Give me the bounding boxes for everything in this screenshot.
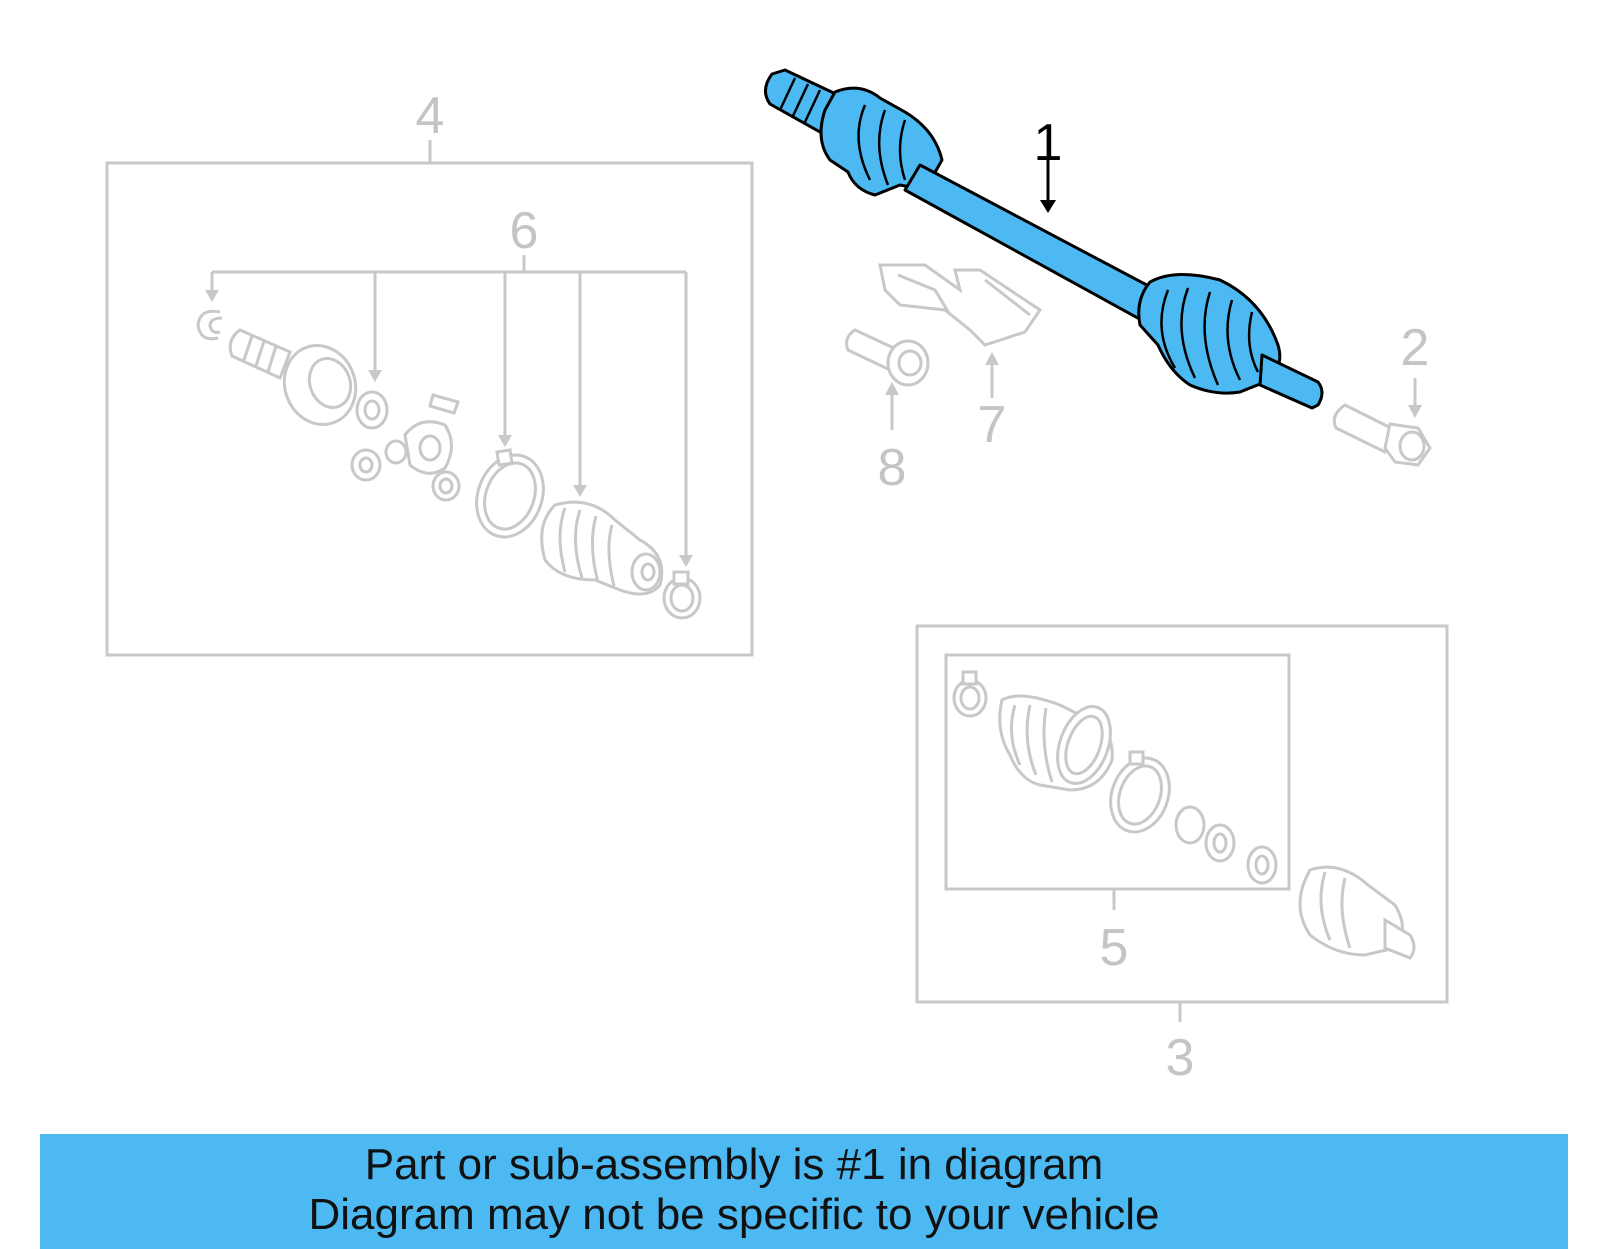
callout-1: 1 (1034, 114, 1063, 172)
callout-6-leaders (205, 255, 693, 567)
callout-4: 4 (416, 87, 445, 145)
callout-3: 3 (1166, 1029, 1195, 1087)
axle-shaft-part-1[interactable] (764, 68, 1324, 410)
callout-2-leader (1408, 378, 1422, 418)
boot-kit-frame-5 (944, 653, 1291, 891)
callout-2: 2 (1401, 319, 1430, 377)
bolt-part-2 (1332, 403, 1432, 467)
outer-joint-kit-parts (952, 670, 1416, 960)
bracket-part-7 (878, 263, 1043, 347)
inner-joint-kit-parts (196, 309, 702, 620)
callout-1-leader (1040, 160, 1056, 213)
callout-5: 5 (1100, 919, 1129, 977)
info-banner: Part or sub-assembly is #1 in diagram Di… (40, 1134, 1568, 1249)
callout-6: 6 (510, 202, 539, 260)
outer-joint-kit-frame-3 (915, 624, 1449, 1004)
callout-7: 7 (978, 396, 1007, 454)
callout-7-leader (985, 352, 999, 398)
banner-line-2: Diagram may not be specific to your vehi… (308, 1190, 1160, 1239)
callout-8-leader (885, 382, 899, 430)
callout-8: 8 (878, 439, 907, 497)
flange-bolt-part-8 (845, 328, 930, 387)
banner-line-1: Part or sub-assembly is #1 in diagram (364, 1140, 1104, 1189)
